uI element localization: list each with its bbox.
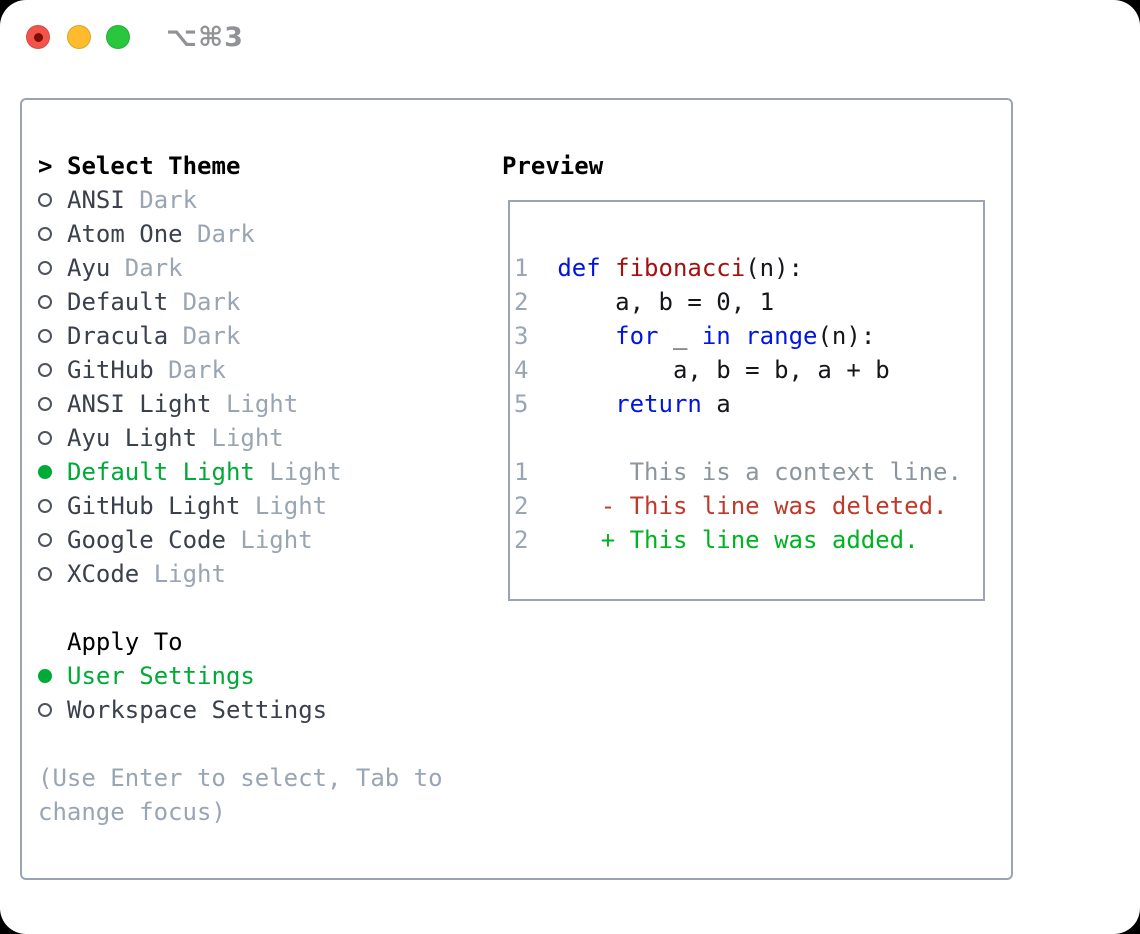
theme-variant: Light: [197, 424, 284, 452]
theme-option[interactable]: Atom One Dark: [38, 217, 474, 251]
apply-to-title: Apply To: [67, 628, 183, 656]
theme-name: Default: [67, 288, 169, 316]
line-number: 2: [514, 492, 529, 520]
maximize-button[interactable]: [106, 25, 130, 49]
diff-preview: 1 This is a context line.2 - This line w…: [514, 455, 983, 557]
line-number: 3: [514, 322, 529, 350]
close-button[interactable]: [26, 25, 50, 49]
theme-option[interactable]: GitHub Light Light: [38, 489, 474, 523]
line-number: 2: [514, 526, 529, 554]
radio-icon: [38, 295, 67, 309]
select-theme-title: Select Theme: [67, 152, 241, 180]
theme-name: GitHub Light: [67, 492, 241, 520]
radio-icon: [38, 499, 67, 513]
line-number: 5: [514, 390, 529, 418]
theme-variant: Light: [139, 560, 226, 588]
radio-icon: [38, 397, 67, 411]
theme-variant: Dark: [182, 220, 255, 248]
theme-option[interactable]: Ayu Dark: [38, 251, 474, 285]
theme-name: Ayu Light: [67, 424, 198, 452]
theme-variant: Light: [225, 526, 313, 554]
apply-option[interactable]: User Settings: [38, 659, 474, 693]
code-line: 5 return a: [514, 387, 983, 421]
select-theme-header: > Select Theme: [38, 149, 474, 183]
apply-to-header: Apply To: [38, 625, 474, 659]
theme-option[interactable]: ANSI Dark: [38, 183, 474, 217]
radio-icon: [38, 533, 67, 547]
line-number: 4: [514, 356, 529, 384]
theme-variant: Dark: [110, 254, 183, 282]
radio-icon: [38, 261, 67, 275]
apply-option[interactable]: Workspace Settings: [38, 693, 474, 727]
window-title: ⌥⌘3: [166, 22, 244, 53]
line-number: 1: [514, 254, 529, 282]
theme-name: Dracula: [67, 322, 169, 350]
radio-icon: [38, 567, 67, 581]
code-line: 2 a, b = 0, 1: [514, 285, 983, 319]
theme-variant: Dark: [168, 322, 241, 350]
theme-variant: Dark: [124, 186, 198, 214]
theme-name: ANSI: [67, 186, 125, 214]
radio-icon: [38, 669, 67, 683]
theme-option[interactable]: Google Code Light: [38, 523, 474, 557]
theme-option[interactable]: Dracula Dark: [38, 319, 474, 353]
theme-name: Google Code: [67, 526, 226, 554]
radio-icon: [38, 431, 67, 445]
apply-label: Workspace Settings: [67, 696, 328, 724]
theme-name: Default Light: [67, 458, 255, 486]
code-line: 3 for _ in range(n):: [514, 319, 983, 353]
theme-name: Ayu: [67, 254, 111, 282]
unsaved-dot-icon: [33, 32, 43, 42]
radio-icon: [38, 227, 67, 241]
line-number: 1: [514, 458, 529, 486]
theme-option[interactable]: ANSI Light Light: [38, 387, 474, 421]
radio-icon: [38, 363, 67, 377]
theme-variant: Dark: [168, 288, 241, 316]
theme-variant: Light: [254, 458, 342, 486]
theme-name: XCode: [67, 560, 140, 588]
diff-line: 2 - This line was deleted.: [514, 489, 983, 523]
focus-cursor-icon: >: [38, 152, 53, 180]
apply-label: User Settings: [67, 662, 255, 690]
spacer: [514, 421, 983, 455]
radio-icon: [38, 329, 67, 343]
diff-line: 2 + This line was added.: [514, 523, 983, 557]
minimize-button[interactable]: [67, 25, 91, 49]
preview-title: Preview: [502, 152, 604, 180]
theme-name: Atom One: [67, 220, 183, 248]
code-line: 4 a, b = b, a + b: [514, 353, 983, 387]
theme-option[interactable]: XCode Light: [38, 557, 474, 591]
radio-icon: [38, 465, 67, 479]
theme-option[interactable]: GitHub Dark: [38, 353, 474, 387]
line-number: 2: [514, 288, 529, 316]
spacer: [38, 727, 474, 761]
diff-line: 1 This is a context line.: [514, 455, 983, 489]
theme-name: ANSI Light: [67, 390, 212, 418]
radio-icon: [38, 703, 67, 717]
theme-name: GitHub: [67, 356, 154, 384]
theme-option[interactable]: Default Light Light: [38, 455, 474, 489]
keyboard-hint: (Use Enter to select, Tab to change focu…: [38, 764, 443, 826]
theme-variant: Light: [211, 390, 299, 418]
theme-variant: Light: [240, 492, 328, 520]
radio-icon: [38, 193, 67, 207]
theme-variant: Dark: [153, 356, 226, 384]
theme-option[interactable]: Ayu Light Light: [38, 421, 474, 455]
spacer: [38, 591, 474, 625]
theme-option[interactable]: Default Dark: [38, 285, 474, 319]
